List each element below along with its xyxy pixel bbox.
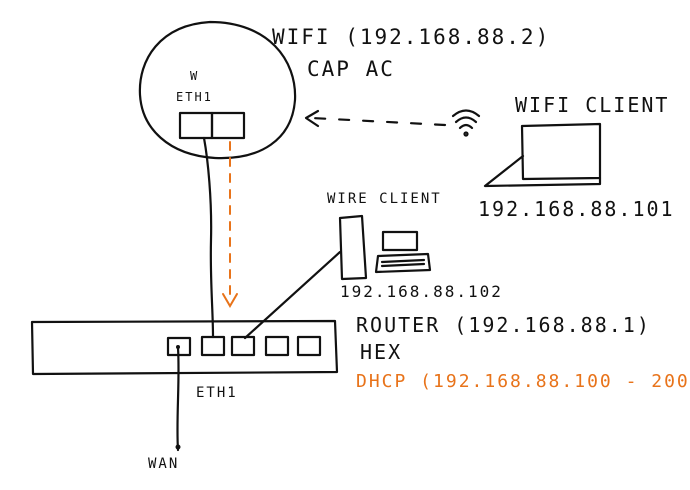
router-port-eth3 <box>230 335 256 357</box>
wired-client-label: WIRE CLIENT <box>327 191 442 207</box>
cap-port-left <box>178 111 214 140</box>
router-port-eth2 <box>200 335 226 357</box>
wan-plug-icon <box>175 444 181 450</box>
desktop-icon <box>338 214 432 281</box>
wifi-icon <box>451 109 481 137</box>
wan-cable <box>176 346 180 452</box>
cap-port-label: ETH1 <box>176 90 213 104</box>
router-dhcp: DHCP (192.168.88.100 - 200) <box>356 371 690 392</box>
wired-client-ip: 192.168.88.102 <box>340 282 503 301</box>
laptop-icon <box>483 122 602 188</box>
router-port-eth5 <box>296 335 322 357</box>
wifi-link-arrow <box>310 116 447 127</box>
cap-ac-circle <box>138 20 297 160</box>
router-port-eth4 <box>264 335 290 357</box>
wifi-client-ip: 192.168.88.101 <box>478 197 675 221</box>
wifi-client-label: WIFI CLIENT <box>515 93 669 117</box>
router-box <box>30 319 339 376</box>
poe-arrow-head <box>222 293 238 308</box>
wired-client-cable <box>243 250 342 340</box>
cap-model: CAP AC <box>307 57 395 81</box>
cap-port-label-top: W <box>190 69 199 83</box>
router-port-label: ETH1 <box>196 385 238 401</box>
cap-port-right <box>210 111 246 140</box>
wan-label: WAN <box>148 456 179 472</box>
router-title: ROUTER (192.168.88.1) <box>356 313 651 337</box>
cap-title: WIFI (192.168.88.2) <box>272 25 550 49</box>
router-model: HEX <box>360 340 402 364</box>
cap-to-router-cable <box>202 136 215 339</box>
wifi-arrow-head <box>304 109 320 128</box>
